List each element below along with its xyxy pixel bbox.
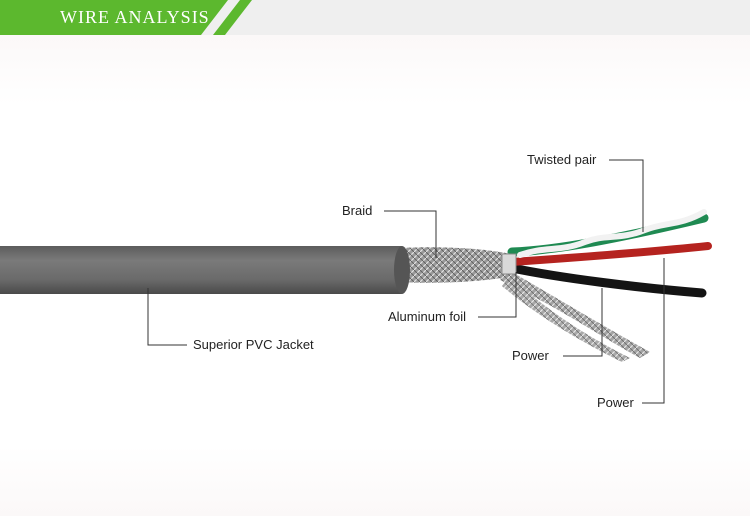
leader-jacket <box>147 288 187 346</box>
braid-strands-2 <box>502 276 630 362</box>
aluminum-foil-label: Aluminum foil <box>388 309 467 324</box>
section-banner <box>0 0 252 35</box>
pvc-jacket <box>0 246 402 294</box>
braid-section <box>400 247 514 283</box>
black-wire <box>507 263 707 298</box>
red-wire <box>508 242 712 266</box>
leader-power-2 <box>642 258 665 404</box>
leader-aluminum-foil <box>478 272 517 318</box>
leader-power-1 <box>563 288 603 357</box>
bottom-fade <box>0 446 750 516</box>
braid-strands <box>500 268 650 358</box>
power-label-1: Power <box>512 348 549 363</box>
twisted-pair-white <box>517 209 707 258</box>
pvc-jacket-label: Superior PVC Jacket <box>193 337 314 352</box>
section-title: WIRE ANALYSIS <box>60 7 210 27</box>
twisted-pair-label: Twisted pair <box>527 152 597 167</box>
aluminum-foil <box>501 253 517 275</box>
power-label-2: Power <box>597 395 634 410</box>
braid-label: Braid <box>342 203 373 218</box>
leader-braid <box>384 210 437 258</box>
top-fade <box>0 35 750 105</box>
leader-twisted-pair <box>609 159 644 232</box>
